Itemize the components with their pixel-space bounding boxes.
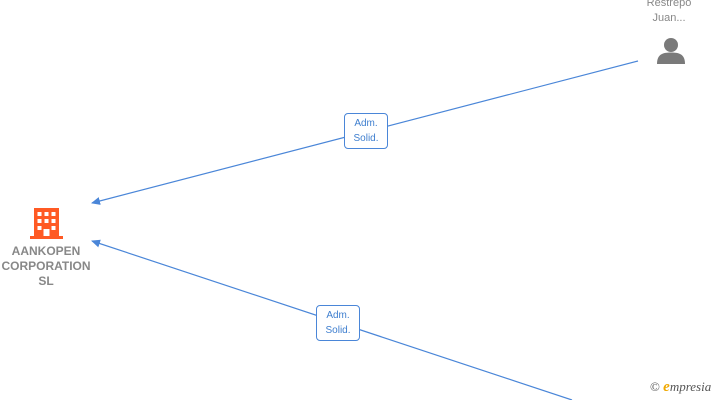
edge-label-top[interactable]: Adm. Solid. [344,113,388,149]
company-name-line3: SL [38,274,54,288]
person-icon[interactable] [657,38,685,64]
empresia-watermark: © empresia [650,379,711,396]
edge-label-type: Solid. [353,133,379,144]
person-name-line2: Juan... [652,12,686,24]
brand-initial: e [663,379,670,395]
edge-label-role: Adm. [326,310,350,321]
brand-name: mpresia [669,379,712,394]
company-name-line1: AANKOPEN [11,244,81,258]
edge-label-bottom[interactable]: Adm. Solid. [316,305,360,341]
copyright-symbol: © [650,379,660,394]
building-icon[interactable] [30,208,63,239]
company-name-line2: CORPORATION [1,259,91,273]
person-name-line1: Restrepo [646,0,692,9]
person-name-label[interactable]: Restrepo Juan... [626,0,712,26]
company-name-label[interactable]: AANKOPEN CORPORATION SL [0,244,92,289]
edge-label-type: Solid. [325,325,351,336]
edge-label-role: Adm. [354,118,378,129]
